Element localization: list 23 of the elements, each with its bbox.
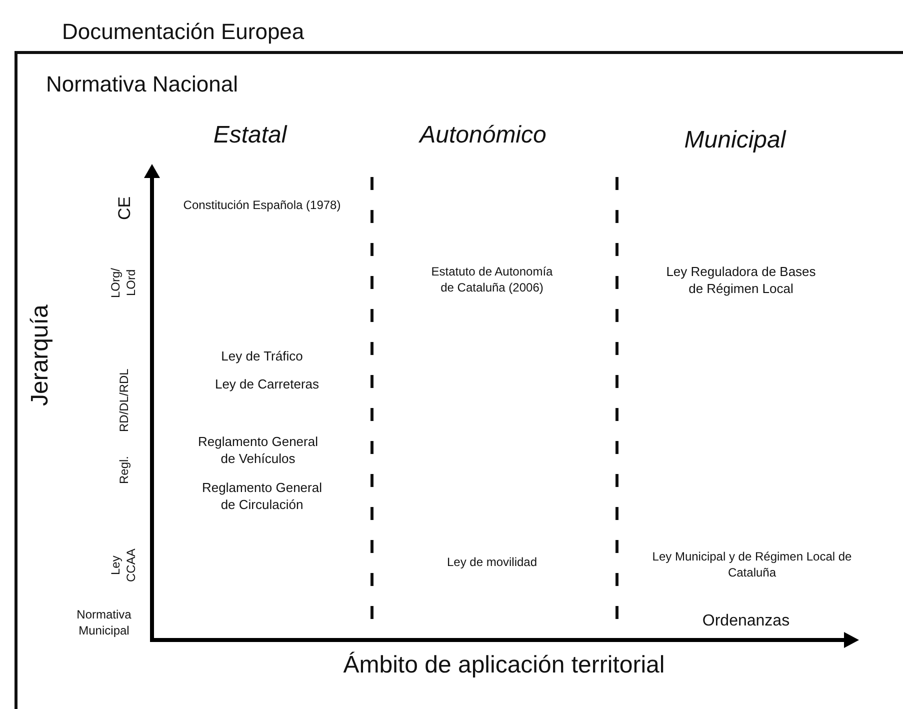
law-name: Ley Reguladora de Bases de Régimen Local xyxy=(665,264,817,298)
law-name: Ley de movilidad xyxy=(446,555,538,571)
row-label: CE xyxy=(114,195,135,222)
row-label: Regl. xyxy=(117,455,132,486)
law-name: Reglamento General de Vehículos xyxy=(197,434,319,468)
law-name: Ley Municipal y de Régimen Local de Cataluña xyxy=(651,549,853,581)
law-name: Reglamento General de Circulación xyxy=(201,480,323,514)
law-name: Constitución Española (1978) xyxy=(182,198,342,214)
section-heading: Normativa Nacional xyxy=(46,70,238,99)
axis-title: Jerarquía xyxy=(25,303,54,408)
row-label: Ley CCAA xyxy=(108,547,139,584)
law-name: Ley de Carreteras xyxy=(214,376,320,394)
row-label: LOrg/ LOrd xyxy=(108,267,139,300)
row-label: RD/DL/RDL xyxy=(117,367,132,434)
law-name: Estatuto de Autonomía de Cataluña (2006) xyxy=(430,264,554,296)
column-heading: Autonómico xyxy=(418,120,548,150)
column-heading: Estatal xyxy=(212,120,288,150)
axis-title: Ámbito de aplicación territorial xyxy=(342,650,666,680)
law-name: Ordenanzas xyxy=(701,612,791,632)
region-heading: Documentación Europea xyxy=(62,18,304,46)
column-heading: Municipal xyxy=(683,125,788,156)
law-name: Ley de Tráfico xyxy=(220,348,304,366)
row-label: Normativa Municipal xyxy=(76,607,132,639)
